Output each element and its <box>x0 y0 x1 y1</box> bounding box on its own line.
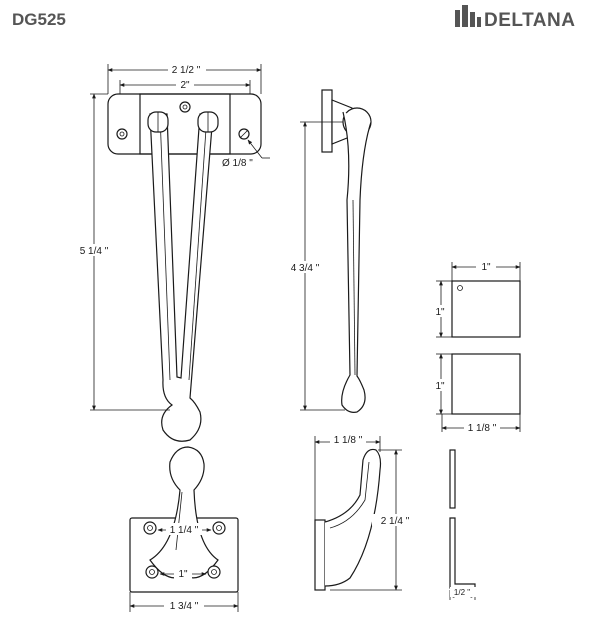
receiver-height-label: 2 1/4 " <box>381 516 410 527</box>
brand-name: DELTANA <box>484 10 575 31</box>
center-hole <box>179 101 191 113</box>
side-plate-flange <box>321 89 333 153</box>
receiver-horizontal-spacing-label: 1" <box>178 569 188 580</box>
bracket-strip-upper <box>449 449 456 509</box>
receiver-hole-bottom-right <box>207 565 221 579</box>
receiver-depth-label: 1 1/8 " <box>334 435 363 446</box>
square-plate-bottom <box>451 353 521 415</box>
overall-width-label: 2 1/2 " <box>172 65 201 76</box>
receiver-hole-top-right <box>212 521 226 535</box>
hinge-block <box>139 93 231 155</box>
swing-arm <box>149 113 214 442</box>
receiver-catch <box>149 446 219 579</box>
side-view: 4 3/4 " <box>282 89 372 413</box>
receiver-base-width-label: 1 3/4 " <box>170 601 199 612</box>
front-view: 2 1/2 " 2" Ø 1/8 " 5 1/4 <box>70 63 270 442</box>
bracket-view: 1/2 " <box>449 449 476 600</box>
bottom-width-label: 1 1/8 " <box>468 423 497 434</box>
hole-spacing-label: 2" <box>180 80 190 91</box>
receiver-vertical-spacing-label: 1 1/4 " <box>170 525 199 536</box>
receiver-side-flange <box>314 519 326 591</box>
deltana-building-logo-icon <box>455 5 481 27</box>
square-view-top: 1" 1" <box>431 260 521 338</box>
top-height-label: 1" <box>435 307 445 318</box>
overall-height-label: 5 1/4 " <box>80 246 109 257</box>
receiver-front-view: 1 1/4 " 1" 1 3/4 " <box>129 446 239 612</box>
model-number: DG525 <box>12 10 66 29</box>
receiver-hole-bottom-left <box>145 565 159 579</box>
bracket-thickness-label: 1/2 " <box>454 588 470 597</box>
bracket-angle <box>449 517 476 589</box>
square-plate-top <box>451 280 521 338</box>
receiver-side-view: 1 1/8 " 2 1/4 " <box>314 434 418 591</box>
hole-diameter-label: Ø 1/8 " <box>222 158 253 169</box>
side-arm-profile <box>341 111 372 413</box>
receiver-hole-top-left <box>143 521 157 535</box>
side-height-label: 4 3/4 " <box>291 263 320 274</box>
top-width-label: 1" <box>481 262 491 273</box>
square-view-bottom: 1" 1 1/8 " <box>431 353 521 434</box>
screw-hole-left <box>116 128 128 140</box>
bottom-height-label: 1" <box>435 381 445 392</box>
